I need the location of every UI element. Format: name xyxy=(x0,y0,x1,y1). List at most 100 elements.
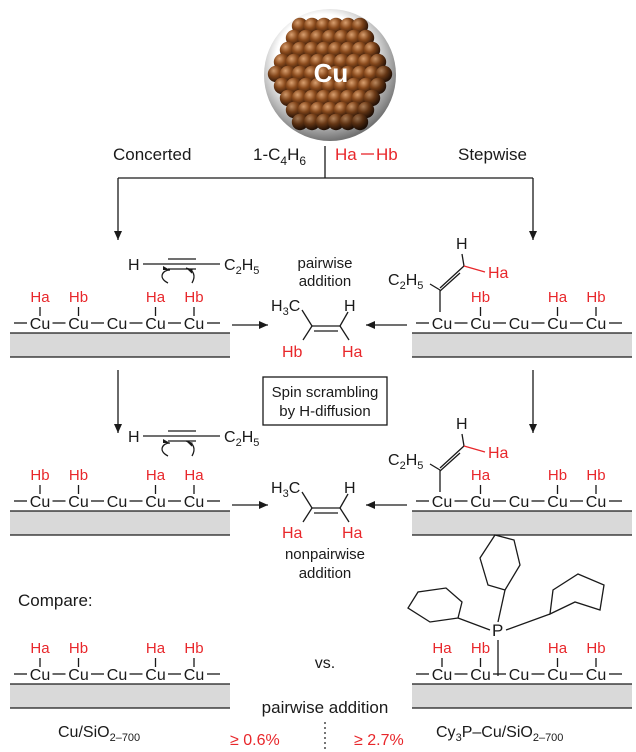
svg-text:Hb: Hb xyxy=(282,344,303,361)
nanoparticle-label: Cu xyxy=(314,58,349,88)
pairwise-addition-label: pairwise addition xyxy=(262,698,389,717)
surface-hydrogen: Hb xyxy=(548,467,567,484)
reactants: Concerted Stepwise 1-C4H6 Ha Hb xyxy=(113,145,527,168)
svg-text:Ha: Ha xyxy=(282,525,303,542)
svg-text:H: H xyxy=(344,298,356,315)
surface-hydrogen: Hb xyxy=(586,640,605,657)
product-alkene-pairwise: H3C H Hb Ha xyxy=(271,298,363,361)
cu-atom: Cu xyxy=(547,494,567,511)
svg-text:Ha: Ha xyxy=(342,525,363,542)
cu-atom: Cu xyxy=(586,316,606,333)
surface-hydrogen: Ha xyxy=(548,640,568,657)
cu-atom: Cu xyxy=(30,494,50,511)
stepwise-alkenyl-middle: H Ha C2H5 xyxy=(388,416,509,492)
svg-text:C2H5: C2H5 xyxy=(388,452,423,472)
branch-arrows xyxy=(114,146,537,509)
svg-text:P: P xyxy=(492,621,503,640)
tricyclohexylphosphine: P xyxy=(407,534,605,676)
svg-text:H: H xyxy=(344,480,356,497)
nonpairwise-label: nonpairwise addition xyxy=(285,546,365,582)
surface-stepwise-middle: Cu Cu Cu Cu Cu Ha Hb Hb xyxy=(412,467,632,536)
surface-hydrogen: Hb xyxy=(184,640,203,657)
cu-atom: Cu xyxy=(107,667,127,684)
cu-atom: Cu xyxy=(68,494,88,511)
compare-label: Compare: xyxy=(18,591,93,610)
compare-section: Compare: vs. pairwise addition ≥ 0.6% ≥ … xyxy=(18,591,563,752)
cu-atom: Cu xyxy=(432,316,452,333)
svg-text:pairwise: pairwise xyxy=(297,255,352,272)
surface-hydrogen: Hb xyxy=(471,289,490,306)
cu-atom: Cu xyxy=(470,667,490,684)
surface-hydrogen: Ha xyxy=(548,289,568,306)
svg-text:addition: addition xyxy=(299,565,352,582)
cu-atom: Cu xyxy=(432,667,452,684)
svg-text:addition: addition xyxy=(299,273,352,290)
svg-text:H: H xyxy=(128,257,140,274)
cu-atom: Cu xyxy=(107,316,127,333)
butyne-formula: 1-C4H6 xyxy=(253,145,306,168)
cu-atom: Cu xyxy=(30,667,50,684)
svg-text:H: H xyxy=(128,429,140,446)
surface-hydrogen: Ha xyxy=(146,467,166,484)
cu-atom: Cu xyxy=(145,316,165,333)
surface-hydrogen: Ha xyxy=(432,640,452,657)
cu-atom: Cu xyxy=(107,494,127,511)
cu-atom: Cu xyxy=(470,494,490,511)
surface-hydrogen: Hb xyxy=(184,289,203,306)
hydrogen-b: Hb xyxy=(376,145,398,164)
cu-atom: Cu xyxy=(184,667,204,684)
surface-hydrogen: Ha xyxy=(146,640,166,657)
right-value: ≥ 2.7% xyxy=(354,732,404,749)
svg-text:by H-diffusion: by H-diffusion xyxy=(279,403,370,420)
cu-atom: Cu xyxy=(145,494,165,511)
svg-text:Ha: Ha xyxy=(488,445,509,462)
svg-text:H: H xyxy=(456,416,468,433)
svg-text:C2H5: C2H5 xyxy=(224,257,259,277)
surface-hydrogen: Hb xyxy=(586,467,605,484)
surface-hydrogen: Hb xyxy=(69,640,88,657)
concerted-label: Concerted xyxy=(113,145,191,164)
svg-text:nonpairwise: nonpairwise xyxy=(285,546,365,563)
cu-atom: Cu xyxy=(68,316,88,333)
surface-hydrogen: Hb xyxy=(586,289,605,306)
cu-atom: Cu xyxy=(184,494,204,511)
right-catalyst: Cy3P–Cu/SiO2–700 xyxy=(436,724,563,744)
cu-atom: Cu xyxy=(470,316,490,333)
svg-text:C2H5: C2H5 xyxy=(388,272,423,292)
butyne-molecule-top: H C2H5 xyxy=(128,257,259,284)
svg-text:Ha: Ha xyxy=(488,265,509,282)
svg-text:C2H5: C2H5 xyxy=(224,429,259,449)
cu-atom: Cu xyxy=(547,667,567,684)
cu-atom: Cu xyxy=(30,316,50,333)
cu-atom: Cu xyxy=(432,494,452,511)
left-value: ≥ 0.6% xyxy=(230,732,280,749)
stepwise-alkenyl-top: H Ha C2H5 xyxy=(388,236,509,312)
cu-atom: Cu xyxy=(586,667,606,684)
svg-text:Spin scrambling: Spin scrambling xyxy=(272,384,379,401)
cu-atom: Cu xyxy=(586,494,606,511)
cu-atom: Cu xyxy=(509,316,529,333)
surface-hydrogen: Hb xyxy=(69,467,88,484)
svg-text:Ha: Ha xyxy=(342,344,363,361)
spin-scrambling-box: Spin scrambling by H-diffusion xyxy=(262,376,388,426)
vs-label: vs. xyxy=(315,655,335,672)
cu-atom: Cu xyxy=(184,316,204,333)
svg-text:H3C: H3C xyxy=(271,298,300,318)
surface-hydrogen: Ha xyxy=(30,640,50,657)
surface-hydrogen: Ha xyxy=(471,467,491,484)
hydrogen-a: Ha xyxy=(335,145,357,164)
cu-atom: Cu xyxy=(145,667,165,684)
surface-hydrogen: Hb xyxy=(69,289,88,306)
stepwise-label: Stepwise xyxy=(458,145,527,164)
left-catalyst: Cu/SiO2–700 xyxy=(58,724,140,744)
cu-atom: Cu xyxy=(509,494,529,511)
surface-hydrogen: Ha xyxy=(146,289,166,306)
svg-text:H3C: H3C xyxy=(271,480,300,500)
cu-atom: Cu xyxy=(68,667,88,684)
